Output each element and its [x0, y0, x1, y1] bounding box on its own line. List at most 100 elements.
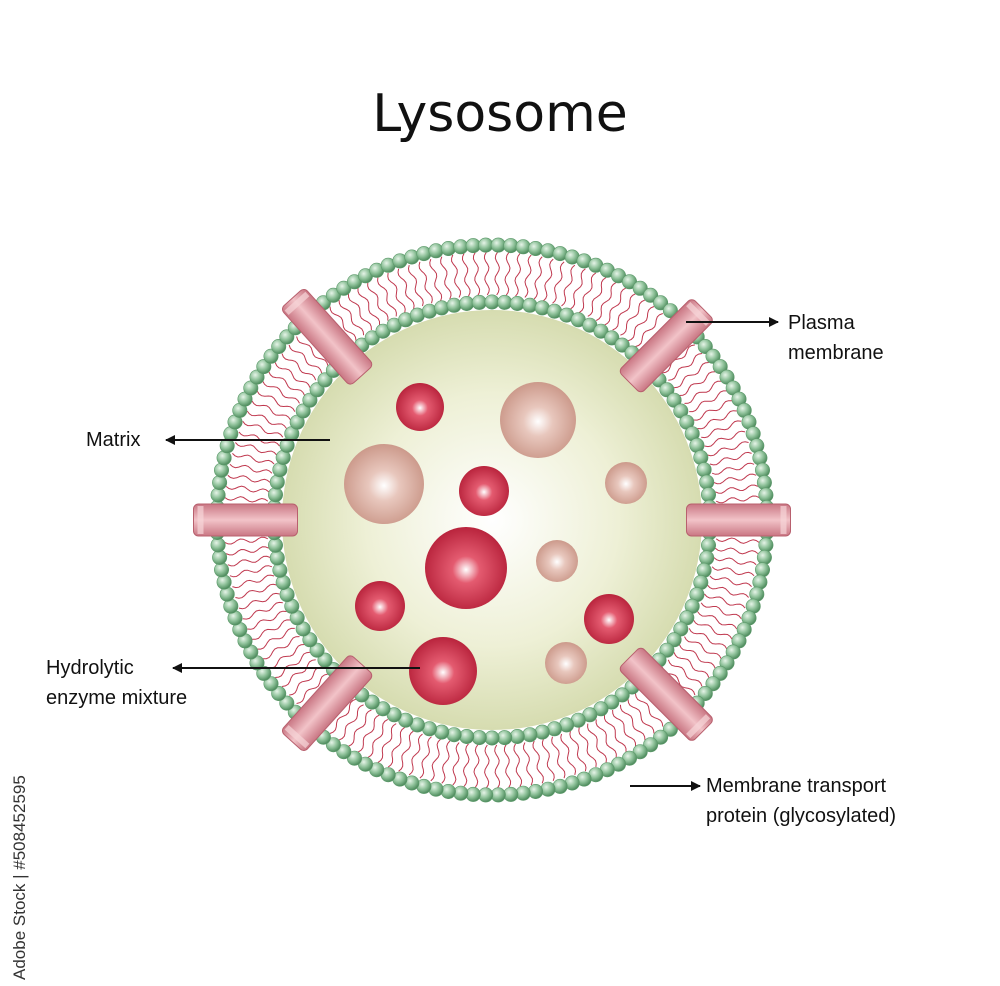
phospholipid-head [446, 727, 462, 743]
phospholipid-head [522, 297, 538, 313]
lipid-tail [504, 252, 511, 296]
lipid-tail [709, 451, 752, 466]
lipid-tail [551, 736, 566, 779]
lipid-tail [713, 473, 757, 485]
phospholipid-head [309, 642, 325, 658]
lipid-tail [707, 584, 749, 598]
matrix-label: Matrix [86, 429, 141, 451]
phospholipid-head [336, 744, 352, 760]
lipid-tail [227, 555, 271, 567]
lipid-tail [620, 299, 646, 336]
enzyme-vesicle [545, 642, 587, 684]
phospholipid-head [700, 487, 716, 503]
lipid-tail [484, 744, 490, 789]
lipid-tail [704, 430, 746, 448]
phospholipid-head [673, 621, 689, 637]
lipid-tail [367, 282, 389, 321]
phospholipid-head [540, 781, 556, 797]
lipid-tail [462, 743, 470, 787]
transport-protein-body [193, 503, 298, 537]
lipid-tail [398, 730, 414, 772]
lipid-tail [709, 575, 752, 587]
stock-watermark: Adobe Stock | #508452595 [4, 744, 34, 984]
phospholipid-head [643, 737, 659, 753]
transport-protein-highlight [197, 506, 204, 534]
phospholipid-head [440, 241, 456, 257]
lipid-tail [246, 410, 287, 429]
lipid-tail [235, 442, 277, 456]
phospholipid-head [309, 382, 325, 398]
enzyme-vesicle [500, 382, 576, 458]
phospholipid-head [522, 727, 538, 743]
lipid-tail [461, 253, 471, 297]
lipid-tail [347, 293, 372, 331]
enzyme-label: Hydrolytic enzyme mixture [46, 653, 187, 713]
enzyme-label-line2: enzyme mixture [46, 687, 188, 709]
lipid-tail [684, 636, 722, 660]
phospholipid-head [497, 294, 513, 310]
phospholipid-head [302, 632, 318, 648]
lipid-tail [296, 673, 329, 704]
lipid-tail [711, 566, 755, 577]
lipid-tail [262, 380, 300, 404]
phospholipid-head [484, 294, 500, 310]
lipid-tail [693, 619, 733, 640]
phospholipid-head [256, 665, 272, 681]
stock-watermark-text: Adobe Stock | #508452595 [10, 775, 29, 980]
lipid-tail [711, 462, 755, 475]
lipid-tail [238, 592, 280, 610]
lipid-tail [232, 453, 275, 465]
transport-protein [686, 503, 791, 537]
phospholipid-head [509, 728, 525, 744]
lipid-tail [524, 254, 532, 298]
lipid-tail [587, 723, 607, 763]
phospholipid-head [659, 382, 675, 398]
lipid-tail [288, 344, 323, 374]
lipid-tail [483, 251, 490, 296]
lipid-tail [274, 362, 311, 388]
plasma-membrane-label: Plasma membrane [788, 308, 884, 368]
lipid-tail [387, 272, 406, 313]
phospholipid-head [653, 295, 669, 311]
lipid-tail [673, 362, 709, 389]
lipid-tail [251, 619, 291, 640]
lipid-tail [377, 277, 397, 317]
lipid-tail [387, 727, 406, 768]
hydrolytic-enzyme [584, 594, 634, 644]
lipid-tail [578, 272, 597, 313]
transport-protein-highlight [284, 725, 310, 749]
phospholipid-head [490, 787, 506, 803]
phospholipid-head [699, 550, 715, 566]
phospholipid-head [758, 487, 774, 503]
lipid-tail [561, 264, 576, 307]
lipid-tail [635, 313, 663, 348]
lipid-tail [714, 547, 759, 555]
lipid-tail [688, 628, 728, 650]
phospholipid-head [272, 562, 288, 578]
phospholipid-head [696, 462, 712, 478]
lipid-tail [595, 282, 617, 322]
lipid-tail [715, 495, 760, 504]
phospholipid-head [509, 295, 525, 311]
phospholipid-head [614, 337, 630, 353]
lipid-tail [229, 565, 273, 578]
phospholipid-head [659, 642, 675, 658]
phospholipid-head [497, 730, 513, 746]
diagram-title: Lysosome [372, 84, 628, 144]
phospholipid-head [712, 665, 728, 681]
lipid-tail [275, 651, 311, 678]
enzyme-vesicle [536, 540, 578, 582]
lipid-tail [419, 736, 432, 779]
phospholipid-head [263, 676, 279, 692]
lipid-tail [225, 546, 269, 556]
lipid-tail [397, 268, 415, 310]
phospholipid-head [440, 783, 456, 799]
phospholipid-head [712, 359, 728, 375]
lipid-tail [338, 299, 365, 336]
lipid-tail [227, 474, 271, 483]
phospholipid-head [375, 701, 391, 717]
transport-protein-body [281, 289, 373, 385]
lipid-tail [430, 738, 441, 782]
phospholipid-head [719, 655, 735, 671]
lipid-tail [329, 306, 357, 341]
